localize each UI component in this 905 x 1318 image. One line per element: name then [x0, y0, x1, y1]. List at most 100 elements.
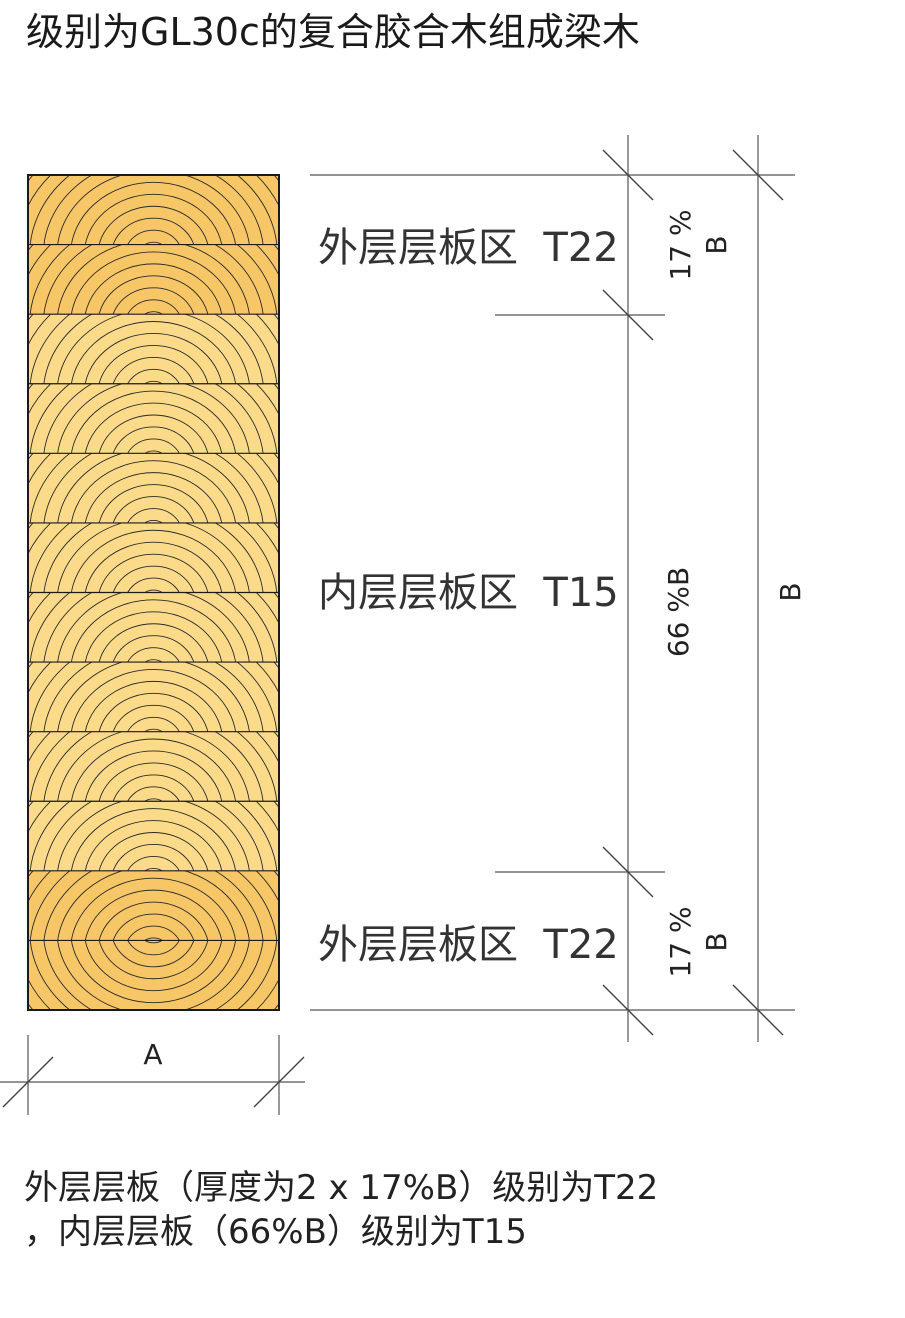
growth-ring: [112, 704, 195, 732]
growth-ring: [70, 877, 237, 941]
growth-ring: [127, 508, 180, 523]
growth-ring: [127, 716, 180, 732]
growth-ring: [144, 380, 163, 384]
growth-ring: [98, 901, 209, 941]
growth-ring: [70, 251, 237, 315]
growth-rings: [28, 731, 279, 802]
dimension-outer-bottom-pct: 17 %: [664, 906, 697, 977]
growth-ring: [98, 553, 209, 593]
growth-ring: [112, 844, 195, 871]
growth-ring: [84, 940, 223, 992]
extension-lines: [0, 174, 795, 1115]
growth-ring: [70, 460, 237, 523]
growth-ring: [84, 472, 223, 523]
dimension-total-label: B: [774, 582, 807, 601]
growth-ring: [70, 529, 237, 593]
growth-ring: [127, 299, 180, 315]
growth-ring: [144, 241, 163, 245]
beam-outline: [27, 174, 280, 1011]
growth-ring: [127, 438, 180, 454]
growth-ring: [98, 832, 209, 871]
growth-ring: [84, 889, 223, 941]
growth-rings: [28, 244, 279, 315]
growth-rings: [28, 940, 279, 1010]
growth-ring: [98, 414, 209, 454]
dimension-inner-label-group: 66 %B: [662, 567, 695, 657]
dimension-ticks: [2, 149, 784, 1108]
growth-rings: [28, 175, 279, 245]
growth-ring: [70, 668, 237, 732]
growth-ring: [127, 368, 180, 384]
growth-rings: [28, 592, 279, 663]
growth-ring: [98, 344, 209, 384]
growth-ring: [144, 589, 163, 593]
growth-ring: [127, 855, 180, 871]
lamella-inner: [28, 662, 279, 732]
zone-label-inner: 内层层板区 T15: [318, 570, 619, 616]
growth-rings: [28, 383, 279, 454]
dimension-lines: [627, 135, 759, 1042]
growth-ring: [112, 940, 195, 968]
growth-ring: [98, 484, 209, 523]
growth-ring: [144, 937, 163, 941]
dimension-outer-top-unit: B: [700, 235, 733, 254]
growth-ring: [112, 496, 195, 523]
growth-ring: [112, 426, 195, 454]
growth-ring: [144, 798, 163, 802]
lamella-inner: [28, 592, 279, 663]
growth-ring: [127, 647, 180, 663]
dimension-outer-bottom-unit: B: [700, 932, 733, 951]
dimension-outer-top-label: 17 % B: [664, 209, 733, 280]
dimension-inner-label: 66 %B: [662, 567, 695, 657]
growth-ring: [112, 913, 195, 941]
lamella-inner: [28, 801, 279, 871]
lamella-inner: [28, 383, 279, 454]
growth-ring: [70, 390, 237, 454]
growth-ring: [70, 940, 237, 1004]
lamella-inner: [28, 731, 279, 802]
growth-ring: [112, 287, 195, 315]
growth-rings: [28, 522, 279, 593]
growth-ring: [144, 867, 163, 871]
growth-ring: [144, 450, 163, 454]
growth-ring: [84, 680, 223, 732]
growth-ring: [112, 565, 195, 593]
growth-ring: [70, 808, 237, 871]
growth-ring: [127, 577, 180, 593]
growth-ring: [127, 229, 180, 245]
page-title: 级别为GL30c的复合胶合木组成梁木: [26, 10, 640, 54]
dimension-total-label-group: B: [774, 582, 807, 601]
growth-ring: [98, 940, 209, 980]
dimension-outer-top-pct: 17 %: [664, 209, 697, 280]
caption-line-2: ，内层层板（66%B）级别为T15: [24, 1212, 527, 1252]
growth-ring: [127, 786, 180, 802]
growth-ring: [112, 217, 195, 245]
growth-ring: [84, 750, 223, 802]
growth-rings: [28, 801, 279, 871]
growth-ring: [70, 738, 237, 802]
lamella-outer: [28, 244, 279, 315]
growth-ring: [84, 333, 223, 384]
dimension-width-label: A: [143, 1038, 162, 1071]
zone-label-outer-bottom: 外层层板区 T22: [318, 922, 619, 968]
lamella-outer: [28, 175, 279, 245]
growth-ring: [98, 275, 209, 315]
zone-label-outer-top: 外层层板区 T22: [318, 225, 619, 271]
growth-ring: [84, 611, 223, 663]
lamella-inner: [28, 314, 279, 384]
growth-ring: [84, 541, 223, 593]
caption-line-1: 外层层板（厚度为2 x 17%B）级别为T22: [24, 1168, 659, 1208]
growth-ring: [144, 311, 163, 315]
growth-ring: [70, 321, 237, 384]
growth-ring: [144, 940, 163, 944]
growth-ring: [84, 193, 223, 245]
growth-ring: [98, 205, 209, 245]
growth-ring: [98, 623, 209, 663]
growth-ring: [70, 599, 237, 663]
beam-cross-section: [28, 175, 279, 1010]
growth-ring: [84, 263, 223, 315]
growth-ring: [70, 181, 237, 245]
growth-rings: [28, 870, 279, 941]
growth-ring: [84, 402, 223, 454]
